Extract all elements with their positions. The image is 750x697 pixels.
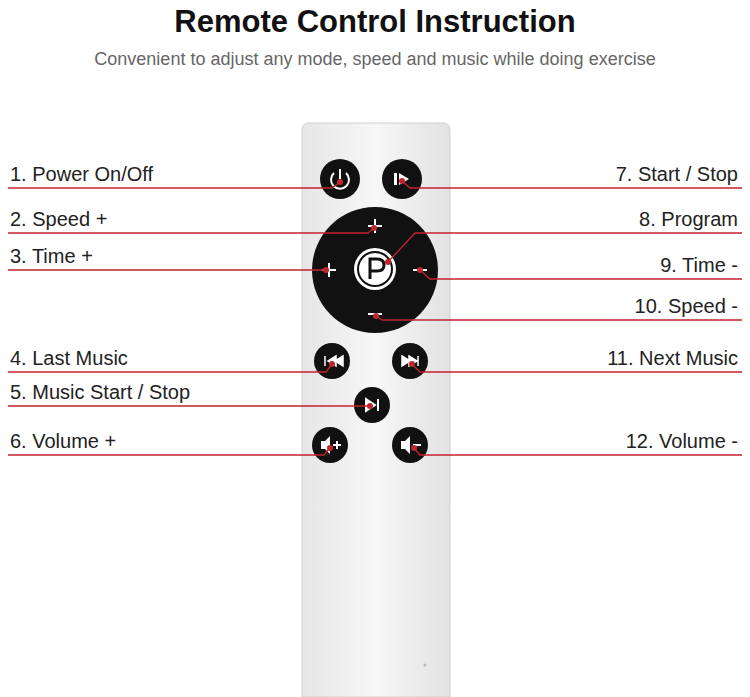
callout-label: 12. Volume - (626, 429, 738, 453)
callout-label: 9. Time - (660, 253, 738, 277)
callout-label: 6. Volume + (10, 429, 116, 453)
page-title: Remote Control Instruction (0, 4, 750, 40)
leader-lines (8, 181, 742, 455)
buttons (312, 159, 438, 463)
callout-label: 8. Program (639, 207, 738, 231)
subtitle: Convenient to adjust any mode, speed and… (94, 48, 655, 70)
callout-label: 10. Speed - (635, 294, 738, 318)
callout-label: 4. Last Music (10, 346, 128, 370)
callout-label: 11. Next Music (607, 346, 738, 370)
leader-dots (323, 178, 423, 451)
remote-body (302, 123, 450, 697)
callout-label: 5. Music Start / Stop (10, 380, 190, 404)
callout-label: 3. Time + (10, 244, 93, 268)
callout-label: 7. Start / Stop (616, 162, 738, 186)
callout-label: 1. Power On/Off (10, 162, 153, 186)
callout-label: 2. Speed + (10, 207, 107, 231)
